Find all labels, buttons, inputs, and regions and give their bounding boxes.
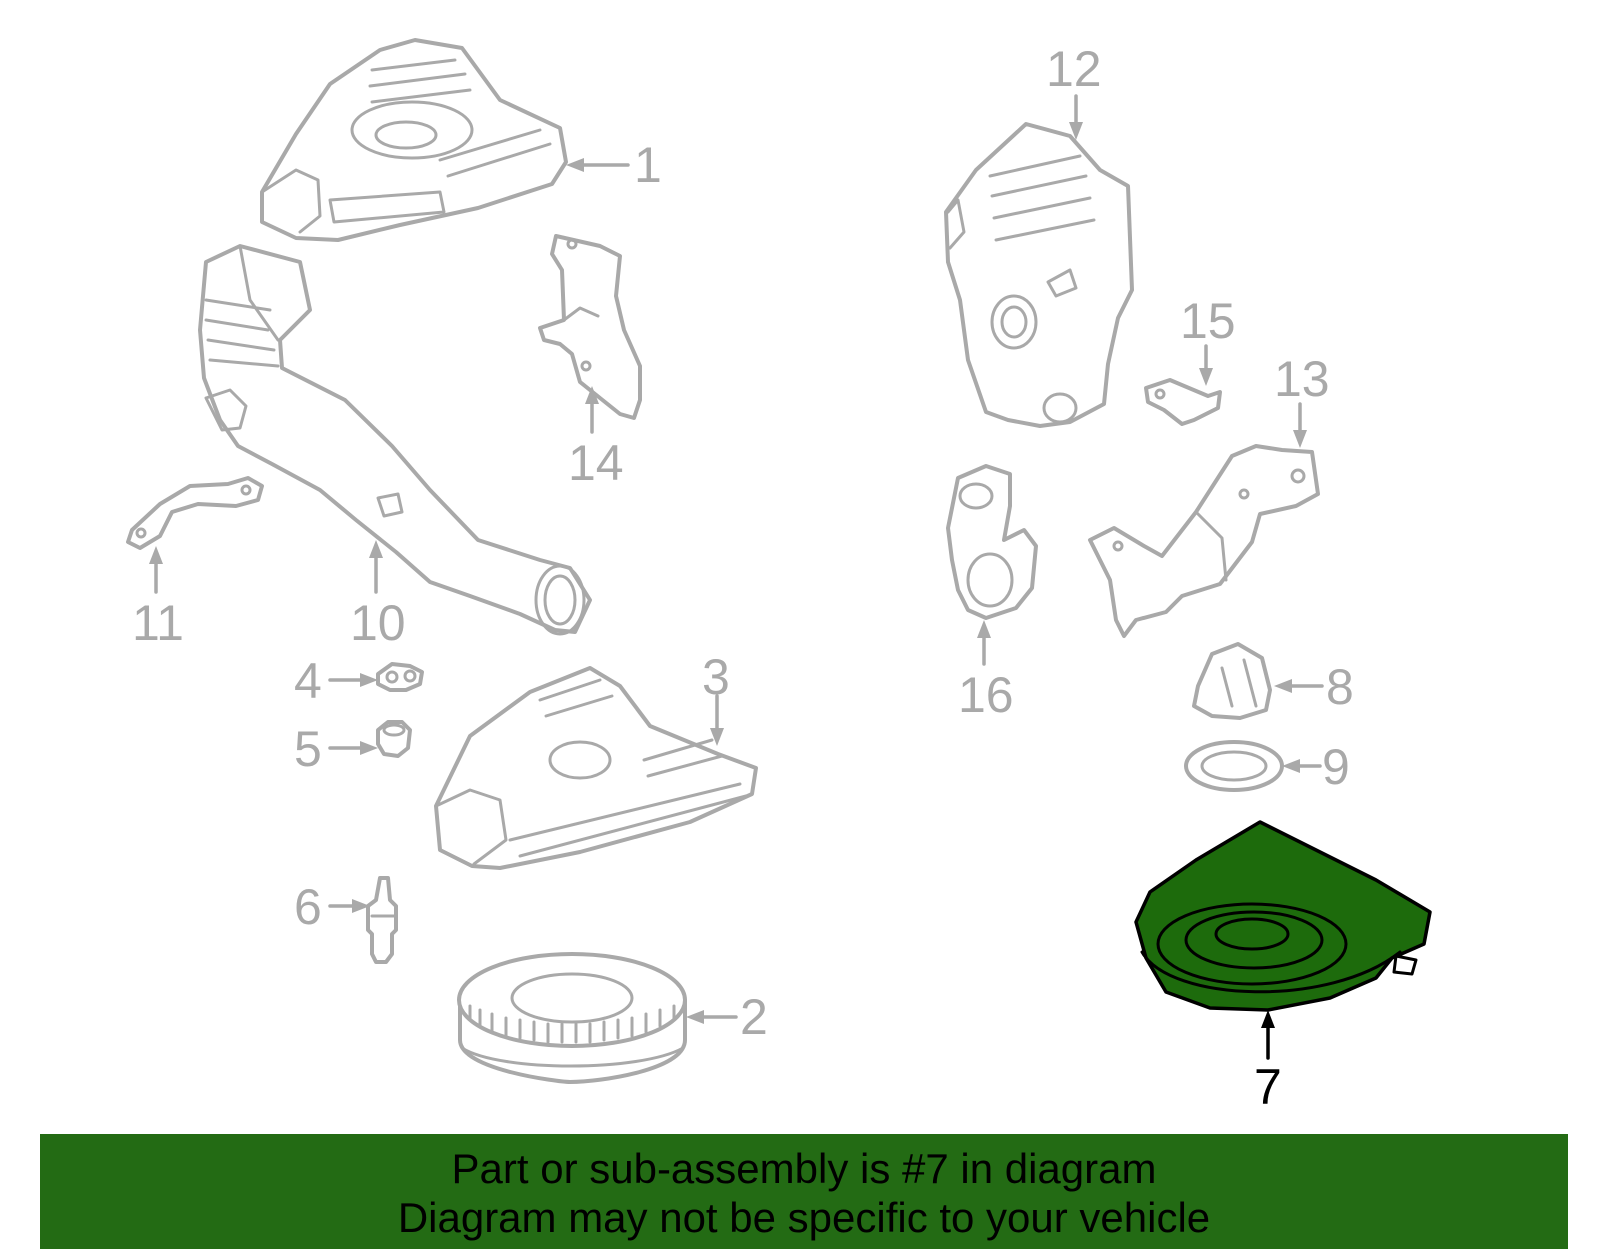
leader-4: [328, 673, 378, 687]
part-1-air-cleaner-cover-upper[interactable]: [260, 38, 568, 242]
banner-line-disclaimer: Diagram may not be specific to your vehi…: [397, 1194, 1211, 1241]
part-7-air-cleaner-base-highlighted[interactable]: [1134, 820, 1432, 1012]
leader-5: [328, 741, 378, 755]
part-8-boot[interactable]: [1192, 642, 1272, 720]
part-14-bracket[interactable]: [538, 234, 642, 420]
callout-2: 2: [740, 989, 768, 1045]
part-9-seal-ring[interactable]: [1184, 740, 1284, 792]
callout-15: 15: [1180, 293, 1236, 349]
leader-12: [1069, 94, 1083, 140]
callout-4: 4: [294, 653, 322, 709]
callout-3: 3: [702, 649, 730, 705]
callout-8: 8: [1326, 659, 1354, 715]
leader-1: [566, 158, 630, 172]
callout-9: 9: [1322, 739, 1350, 795]
leader-15: [1199, 344, 1213, 386]
leader-11: [149, 546, 163, 594]
callout-12: 12: [1046, 41, 1102, 97]
part-3-air-cleaner-housing-lower[interactable]: [434, 666, 758, 870]
leader-7: [1261, 1010, 1275, 1060]
callout-11: 11: [132, 595, 184, 651]
callout-6: 6: [294, 879, 322, 935]
part-6-bolt[interactable]: [366, 876, 398, 964]
part-10-intake-duct[interactable]: [198, 244, 592, 636]
part-13-mounting-bracket[interactable]: [1088, 444, 1320, 638]
leader-9: [1282, 759, 1322, 773]
leader-8: [1274, 679, 1324, 693]
leader-2: [686, 1010, 738, 1024]
leader-16: [977, 620, 991, 666]
callout-5: 5: [294, 721, 322, 777]
part-16-adapter[interactable]: [946, 464, 1038, 620]
leader-6: [328, 899, 370, 913]
part-11-bracket[interactable]: [126, 476, 264, 550]
callout-16: 16: [958, 667, 1014, 723]
callout-13: 13: [1274, 351, 1330, 407]
leader-3: [710, 694, 724, 746]
callout-10: 10: [350, 595, 406, 651]
info-banner: Part or sub-assembly is #7 in diagram Di…: [40, 1134, 1568, 1249]
part-15-small-bracket[interactable]: [1144, 378, 1222, 426]
callout-7: 7: [1254, 1059, 1282, 1115]
leader-13: [1293, 402, 1307, 448]
leader-14: [585, 386, 599, 434]
part-2-air-filter-element[interactable]: [457, 952, 687, 1084]
callout-1: 1: [634, 137, 662, 193]
part-4-clip[interactable]: [376, 662, 424, 692]
callout-14: 14: [568, 435, 624, 491]
part-5-grommet[interactable]: [376, 720, 412, 758]
leader-10: [369, 540, 383, 594]
banner-line-part-number: Part or sub-assembly is #7 in diagram: [451, 1145, 1157, 1192]
part-12-resonator-housing[interactable]: [944, 122, 1134, 428]
